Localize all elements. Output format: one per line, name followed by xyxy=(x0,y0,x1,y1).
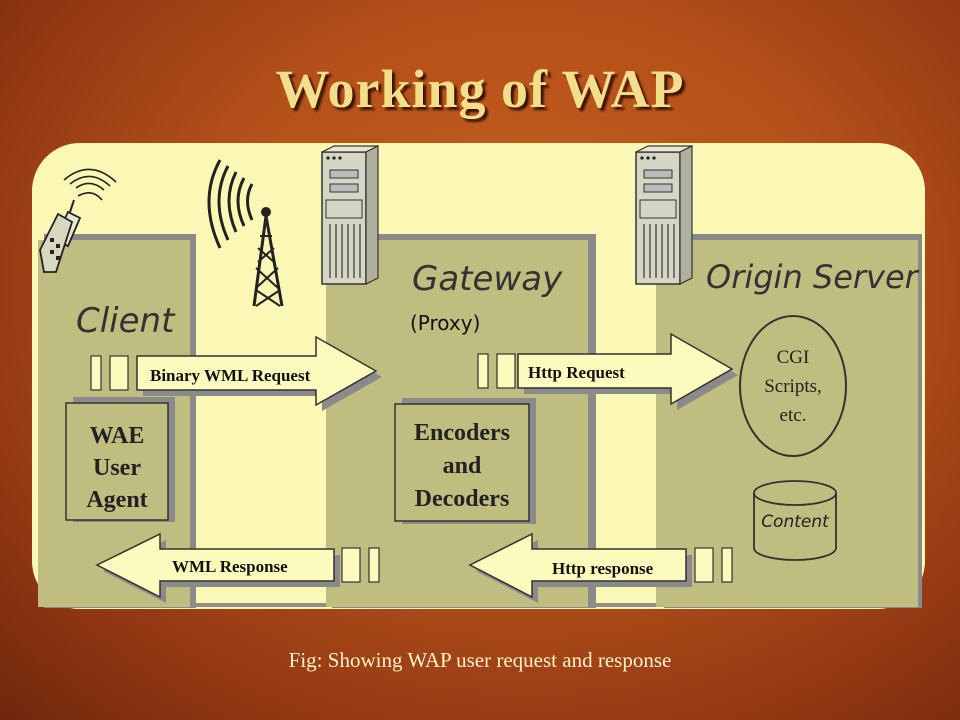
server-tower-icon xyxy=(321,145,379,285)
wml-response-label: WML Response xyxy=(172,557,288,576)
cgi-line-1: CGI xyxy=(777,347,810,368)
binary-wml-request-label: Binary WML Request xyxy=(150,366,311,385)
wae-line-1: WAE xyxy=(90,423,145,449)
http-response-label: Http response xyxy=(552,559,654,578)
encoders-decoders-box xyxy=(394,403,530,522)
wae-user-agent-box xyxy=(65,402,169,521)
encoders-line-3: Decoders xyxy=(415,486,510,512)
mobile-phone-icon xyxy=(39,168,117,273)
binary-wml-request-arrow xyxy=(90,335,382,411)
encoders-line-1: Encoders xyxy=(414,420,510,446)
cgi-scripts-ellipse xyxy=(739,315,847,457)
figure-caption: Fig: Showing WAP user request and respon… xyxy=(288,648,672,672)
radio-tower-icon xyxy=(207,159,284,307)
http-request-arrow xyxy=(477,332,738,410)
http-response-arrow xyxy=(468,532,733,603)
cgi-line-2: Scripts, xyxy=(764,376,822,397)
gateway-label: Gateway xyxy=(412,259,563,299)
content-label: Content xyxy=(761,512,830,532)
encoders-line-2: and xyxy=(443,453,482,479)
gateway-proxy-label: (Proxy) xyxy=(410,311,480,335)
client-label: Client xyxy=(76,301,176,341)
http-request-label: Http Request xyxy=(528,363,625,382)
origin-server-tower-icon xyxy=(635,145,693,285)
origin-server-label: Origin Server xyxy=(706,258,920,296)
wml-response-arrow xyxy=(95,532,380,603)
cgi-line-3: etc. xyxy=(780,405,807,426)
wae-line-2: User xyxy=(93,455,141,481)
slide-title: Working of WAP xyxy=(275,59,685,119)
wae-line-3: Agent xyxy=(86,487,147,513)
content-database-cylinder xyxy=(753,480,837,561)
